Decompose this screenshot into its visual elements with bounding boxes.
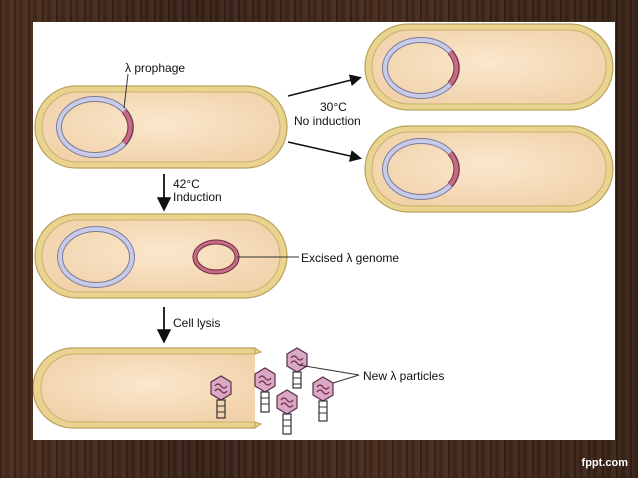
cell-no-induction-2 xyxy=(364,125,614,213)
chromosome-with-prophage xyxy=(382,37,460,99)
cell-excised xyxy=(34,213,299,299)
chromosome-with-prophage xyxy=(56,96,134,158)
label-excised-genome: Excised λ genome xyxy=(301,251,400,265)
cell-prophage xyxy=(34,73,288,169)
chromosome xyxy=(57,226,135,288)
lambda-lifecycle-diagram xyxy=(33,23,614,435)
cell-no-induction-1 xyxy=(364,23,614,111)
brand-watermark: fppt.com xyxy=(581,457,628,469)
particles-pointer-1 xyxy=(298,364,360,376)
chromosome-with-prophage xyxy=(382,138,460,200)
particles-pointer-2 xyxy=(332,374,360,384)
prophage-pointer xyxy=(123,73,129,109)
label-new-particles: New λ particles xyxy=(363,369,445,383)
phage-icon xyxy=(254,367,276,413)
arrow-no-induction-up xyxy=(287,74,362,97)
label-no-induction-temp: 30°C xyxy=(320,100,347,114)
phage-icon xyxy=(286,347,308,389)
label-induction-temp: 42°C xyxy=(173,177,200,191)
phage-icon xyxy=(312,376,334,422)
arrow-no-induction-down xyxy=(287,141,362,162)
label-no-induction: No induction xyxy=(294,114,361,128)
phage-particles xyxy=(210,347,334,435)
slide-canvas: λ prophage 30°C No induction 42°C Induct… xyxy=(33,22,615,440)
label-induction: Induction xyxy=(173,190,222,204)
cell-lysed xyxy=(33,347,263,429)
label-prophage: λ prophage xyxy=(125,61,186,75)
phage-icon xyxy=(276,389,298,435)
phage-icon xyxy=(210,375,232,419)
label-cell-lysis: Cell lysis xyxy=(173,316,221,330)
